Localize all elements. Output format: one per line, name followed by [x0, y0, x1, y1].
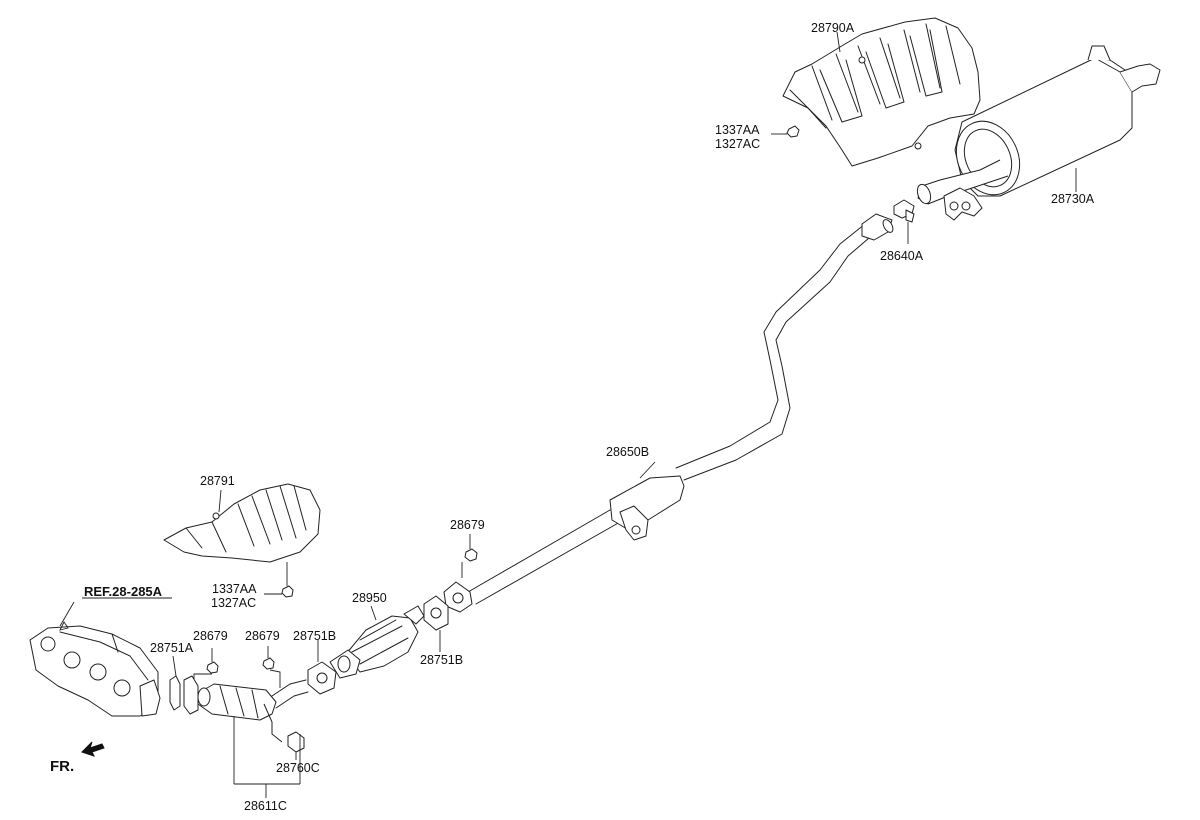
label-1337aa-rear: 1337AA	[715, 123, 760, 137]
label-28791: 28791	[200, 474, 235, 488]
nut-front-2	[262, 657, 275, 670]
label-28650b: 28650B	[606, 445, 649, 459]
nut-front-1	[206, 661, 219, 674]
front-indicator-label: FR.	[50, 758, 74, 775]
label-28950: 28950	[352, 591, 387, 605]
label-1327ac-front: 1327AC	[211, 596, 256, 610]
nut-center	[464, 548, 478, 562]
label-28679-1: 28679	[193, 629, 228, 643]
exhaust-manifold	[29, 625, 161, 717]
label-28751a: 28751A	[150, 641, 194, 655]
front-arrow-icon	[81, 741, 105, 757]
catalytic-converter	[329, 605, 425, 679]
reference-label: REF.28-285A	[84, 584, 163, 599]
label-28640a: 28640A	[880, 249, 924, 263]
label-28790a: 28790A	[811, 21, 855, 35]
front-heat-shield	[163, 483, 321, 563]
label-28751b-left: 28751B	[293, 629, 336, 643]
gasket-left	[307, 661, 337, 695]
rear-muffler	[916, 45, 1161, 221]
center-pipe	[467, 213, 894, 605]
label-28679-center: 28679	[450, 518, 485, 532]
label-1337aa-front: 1337AA	[212, 582, 257, 596]
nut-front-shield	[281, 585, 294, 598]
label-28679-2: 28679	[245, 629, 280, 643]
label-28611c: 28611C	[244, 799, 287, 813]
gasket-right	[423, 595, 449, 631]
gasket-front	[169, 675, 199, 715]
label-28751b-right: 28751B	[420, 653, 463, 667]
label-28730a: 28730A	[1051, 192, 1095, 206]
label-28760c: 28760C	[276, 761, 320, 775]
nut-rear-shield	[786, 125, 800, 138]
front-hanger	[287, 731, 305, 753]
rear-heat-shield	[782, 17, 981, 167]
label-1327ac-rear: 1327AC	[715, 137, 760, 151]
rear-hanger	[893, 199, 915, 223]
